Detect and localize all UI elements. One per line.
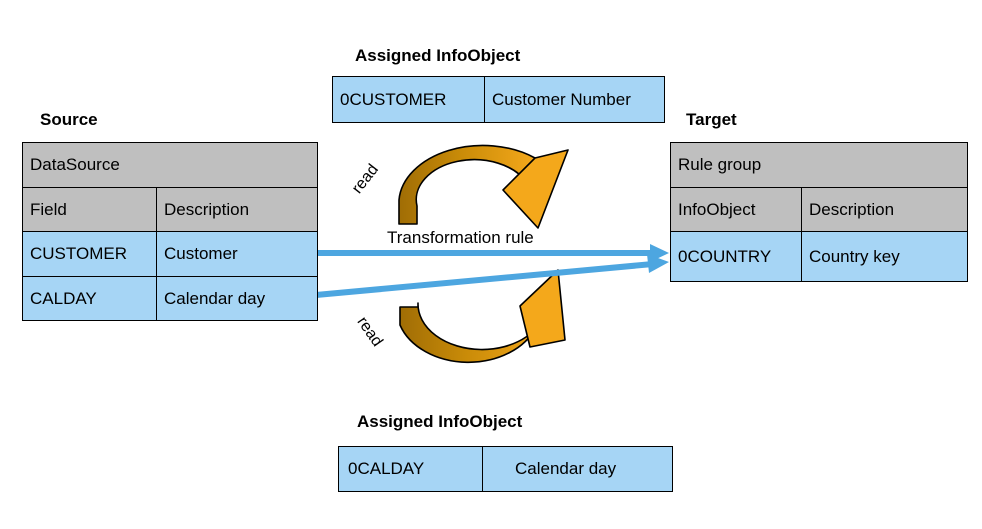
assigned-infoobject-bottom-heading: Assigned InfoObject [357,412,523,431]
transformation-rule-label: Transformation rule [387,228,534,247]
target-column-description: Description [802,188,967,231]
target-rule-group-label: Rule group [671,143,967,187]
source-row-1-field: CALDAY [23,277,157,320]
source-column-field: Field [23,188,157,231]
target-row-0-infoobject: 0COUNTRY [671,232,802,281]
table-row[interactable]: CALDAY Calendar day [23,276,317,320]
assigned-infoobject-top-name: 0CUSTOMER [333,77,485,122]
assigned-infoobject-top-box[interactable]: 0CUSTOMER Customer Number [332,76,665,123]
assigned-infoobject-bottom-box[interactable]: 0CALDAY Calendar day [338,446,673,492]
source-table-header-row: DataSource [23,143,317,187]
source-table-column-row: Field Description [23,187,317,231]
source-row-1-description: Calendar day [157,277,317,320]
read-label-top: read [348,161,383,197]
assigned-infoobject-bottom-description: Calendar day [515,459,617,478]
assigned-infoobject-top-heading: Assigned InfoObject [355,46,521,65]
table-row[interactable]: CUSTOMER Customer [23,231,317,276]
target-heading: Target [686,110,737,129]
target-table: Rule group InfoObject Description 0COUNT… [670,142,968,282]
source-row-0-field: CUSTOMER [23,232,157,276]
target-table-column-row: InfoObject Description [671,187,967,231]
source-column-description: Description [157,188,317,231]
assigned-infoobject-top-description: Customer Number [492,89,631,109]
target-column-infoobject: InfoObject [671,188,802,231]
connector-calday-to-country [315,254,669,298]
assigned-infoobject-bottom-name: 0CALDAY [339,447,483,491]
table-row[interactable]: 0COUNTRY Country key [671,231,967,281]
read-arrow-bottom-icon [399,269,566,364]
read-arrow-top-icon [398,144,569,229]
target-row-0-description: Country key [802,232,967,281]
target-table-header-row: Rule group [671,143,967,187]
source-table: DataSource Field Description CUSTOMER Cu… [22,142,318,321]
source-datasource-label: DataSource [23,143,317,187]
source-heading: Source [40,110,98,129]
read-label-bottom: read [353,313,386,350]
source-row-0-description: Customer [157,232,317,276]
